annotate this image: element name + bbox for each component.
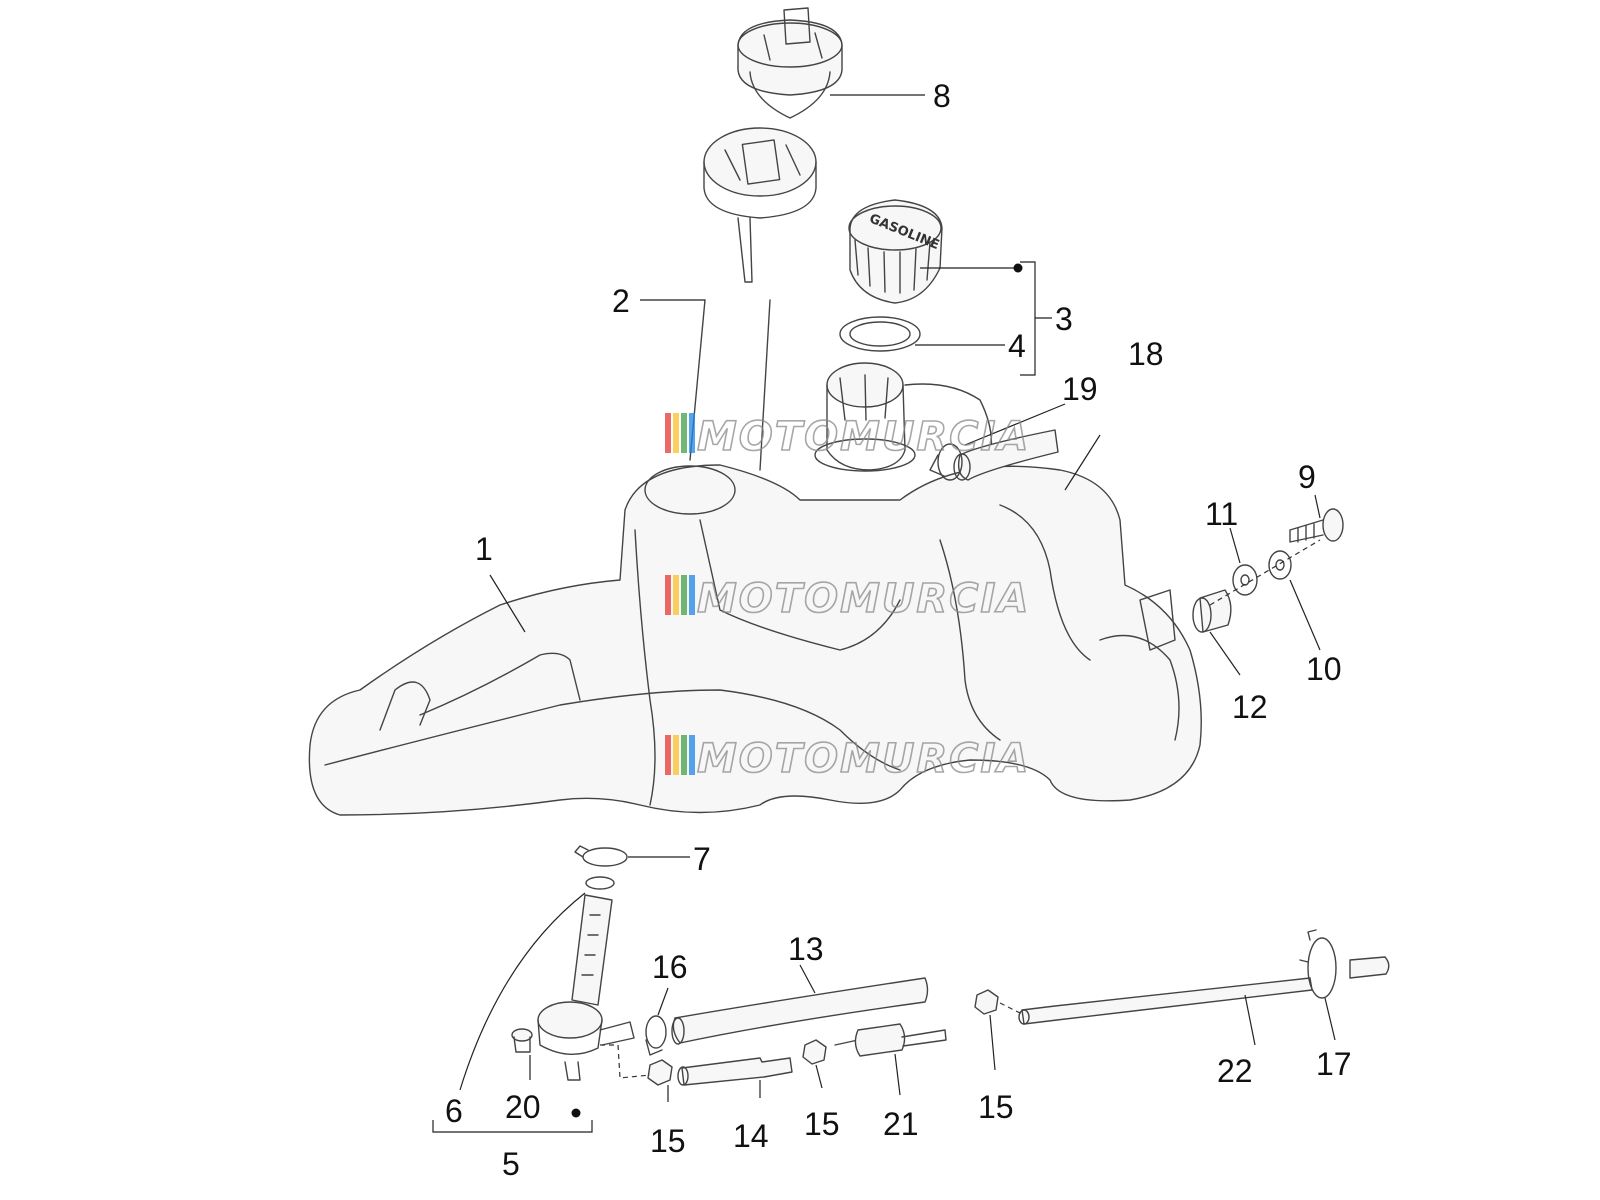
callout-14: 14 — [733, 1118, 769, 1154]
part-11-washer — [1232, 564, 1258, 596]
part-7-clamp — [574, 845, 628, 867]
part-15-nut-b — [802, 1039, 827, 1065]
callout-labels: 1 2 3 4 5 6 7 8 9 10 11 12 13 14 15 15 1… — [445, 78, 1352, 1182]
part-17-strap-clamp — [1299, 929, 1337, 999]
callout-6: 6 — [445, 1093, 463, 1129]
callout-17: 17 — [1316, 1046, 1352, 1082]
callout-18: 18 — [1128, 336, 1164, 372]
watermark-top: MOTOMURCIA — [665, 413, 1030, 461]
callout-15a: 15 — [650, 1123, 686, 1159]
part-22-hose — [1018, 956, 1390, 1025]
callout-4: 4 — [1008, 328, 1026, 364]
callout-21: 21 — [883, 1106, 919, 1142]
part-15-nut-c — [974, 989, 999, 1015]
callout-2: 2 — [612, 283, 630, 319]
part-9-screw — [1289, 508, 1344, 543]
watermark-top-text: MOTOMURCIA — [697, 414, 1030, 460]
assembly-path-line — [600, 1002, 1023, 1079]
part-4-gasket — [839, 316, 921, 352]
part-3-filler-cap: GASOLINE — [848, 199, 943, 304]
callout-10: 10 — [1306, 651, 1342, 687]
kit-dot-3 — [1013, 263, 1023, 273]
callout-11: 11 — [1205, 496, 1238, 532]
callout-15c: 15 — [978, 1089, 1014, 1125]
callout-16: 16 — [652, 949, 688, 985]
part-13-fuel-hose — [671, 977, 929, 1045]
part-16-hose-clip — [645, 1015, 667, 1056]
part-12-spacer — [1192, 589, 1232, 633]
part-6-o-ring — [585, 876, 615, 890]
callout-19: 19 — [1062, 371, 1098, 407]
callout-12: 12 — [1232, 689, 1268, 725]
part-21-fuel-filter — [834, 1023, 947, 1057]
callout-20: 20 — [505, 1089, 541, 1125]
part-10-washer — [1268, 550, 1292, 580]
part-20-drain-screw — [511, 1028, 533, 1053]
watermark-middle: MOTOMURCIA — [665, 575, 1030, 623]
watermark-bottom: MOTOMURCIA — [665, 735, 1030, 783]
callout-9: 9 — [1298, 459, 1316, 495]
kit-dot-5 — [571, 1108, 581, 1118]
watermark-middle-text: MOTOMURCIA — [697, 576, 1030, 622]
part-5-fuel-tap — [537, 894, 635, 1081]
callout-3: 3 — [1055, 301, 1073, 337]
part-2-fuel-level-sender — [689, 127, 817, 471]
part-14-pipe — [677, 1057, 793, 1086]
callout-1: 1 — [475, 531, 493, 567]
callout-13: 13 — [788, 931, 824, 967]
part-15-nut-a — [647, 1059, 673, 1086]
leader-lines — [432, 94, 1336, 1133]
callout-22: 22 — [1217, 1053, 1253, 1089]
fixing-axis-line — [1209, 539, 1321, 606]
part-8-sender-cap — [737, 7, 843, 119]
part-19-hose-clip — [929, 443, 963, 481]
callout-5: 5 — [502, 1146, 520, 1182]
callout-7: 7 — [693, 841, 711, 877]
callout-8: 8 — [933, 78, 951, 114]
part-18-vent-hose — [953, 429, 1059, 481]
watermark-bottom-text: MOTOMURCIA — [697, 736, 1030, 782]
part-1-fuel-tank — [308, 362, 1202, 816]
callout-15b: 15 — [804, 1106, 840, 1142]
